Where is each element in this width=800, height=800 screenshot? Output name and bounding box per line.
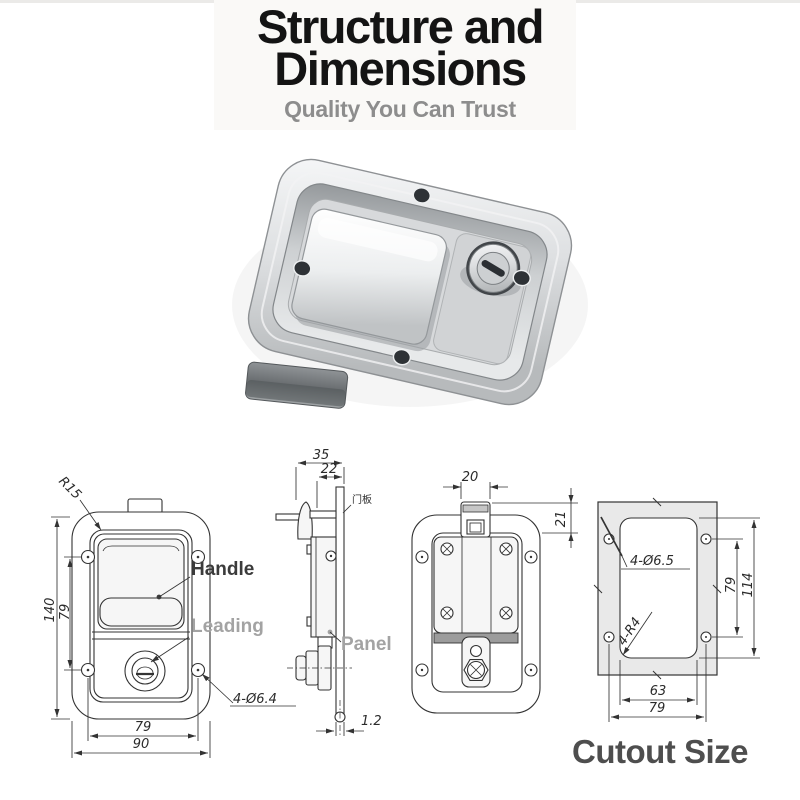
product-photo bbox=[232, 158, 588, 409]
front-dim-hole-spacing-h: 79 bbox=[135, 720, 152, 735]
latch-arm bbox=[245, 361, 349, 409]
header: Structure and Dimensions Quality You Can… bbox=[0, 0, 800, 123]
cutout-dim-height: 114 bbox=[741, 573, 756, 598]
cutout-holes bbox=[603, 533, 712, 643]
back-dim-tab-width: 20 bbox=[462, 470, 479, 485]
back-view: 20 21 bbox=[411, 470, 578, 714]
front-dim-width: 90 bbox=[133, 737, 150, 752]
side-dim-depth: 35 bbox=[313, 448, 330, 463]
front-dim-height: 140 bbox=[43, 598, 58, 623]
leading-label: Leading bbox=[191, 616, 264, 637]
title-background bbox=[214, 0, 576, 130]
front-mount-holes bbox=[80, 549, 206, 678]
back-dim-tab-height: 21 bbox=[554, 511, 569, 528]
page-title: Structure and Dimensions bbox=[0, 0, 800, 95]
lock-cylinder bbox=[466, 241, 521, 296]
panel-label: Panel bbox=[341, 634, 392, 655]
back-latch-tab bbox=[460, 501, 491, 538]
front-dim-hole-spacing-v: 79 bbox=[58, 604, 73, 621]
side-panel-cn-label: 门板 bbox=[352, 493, 372, 506]
back-lock-tongue bbox=[461, 636, 491, 688]
front-dim-radius: R15 bbox=[55, 474, 84, 503]
front-view: 140 79 R15 Handle Leading 4-Ø6.4 79 bbox=[43, 474, 296, 758]
cutout-dim-width: 63 bbox=[650, 684, 667, 699]
page-subtitle: Quality You Can Trust bbox=[284, 96, 516, 122]
side-dim-thickness: 1.2 bbox=[361, 714, 382, 729]
title-line-2: Dimensions bbox=[274, 42, 527, 95]
cutout-size-caption: Cutout Size bbox=[572, 733, 748, 770]
back-mount-holes bbox=[415, 550, 538, 677]
cutout-center-ticks bbox=[593, 497, 722, 680]
handle-label: Handle bbox=[191, 559, 254, 580]
front-dim-mount-holes: 4-Ø6.4 bbox=[233, 692, 277, 707]
latch-body-group bbox=[245, 158, 573, 409]
side-view: 35 22 门板 Panel 1.2 bbox=[275, 448, 392, 737]
title-line-1: Structure and bbox=[256, 0, 545, 53]
flange-screw-holes bbox=[293, 187, 531, 366]
back-screws bbox=[440, 542, 513, 620]
paddle-handle bbox=[291, 208, 450, 352]
cutout-dim-hole-spacing-h: 79 bbox=[649, 701, 666, 716]
technical-drawings: 140 79 R15 Handle Leading 4-Ø6.4 79 bbox=[43, 448, 760, 758]
cutout-view: 4-Ø6.5 4-R4 79 114 63 79 bbox=[593, 497, 760, 722]
side-dim-inner-depth: 22 bbox=[321, 462, 338, 477]
cutout-dim-mount-holes: 4-Ø6.5 bbox=[630, 554, 674, 569]
front-lock bbox=[124, 650, 166, 692]
cutout-dim-hole-spacing-v: 79 bbox=[724, 577, 739, 594]
